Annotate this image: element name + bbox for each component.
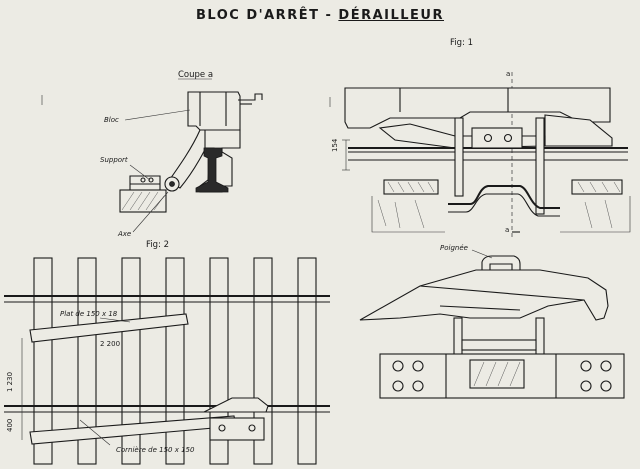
fig-1-elevation xyxy=(342,72,631,238)
title-part-1: BLOC D'ARRÊT xyxy=(196,8,320,23)
coupe-a-label: Coupe a xyxy=(178,70,214,80)
corniere-label: Cornière de 150 x 150 xyxy=(116,446,195,454)
fig-1-label: Fig: 1 xyxy=(450,38,474,48)
title-part-2: DÉRAILLEUR xyxy=(338,8,444,23)
title-separator: - xyxy=(319,8,339,23)
axe-label: Axe xyxy=(118,230,132,238)
dimension-154: 154 xyxy=(331,138,339,152)
dimension-1230: 1 230 xyxy=(6,371,14,392)
dimension-400: 400 xyxy=(6,418,14,432)
support-label: Support xyxy=(100,156,128,164)
bloc-label: Bloc xyxy=(104,116,119,124)
drawing-title: BLOC D'ARRÊT - DÉRAILLEUR xyxy=(0,8,640,23)
plat-label: Plat de 150 x 18 xyxy=(60,310,118,318)
section-a-top-label: a xyxy=(506,70,511,78)
dimension-2200: 2 200 xyxy=(100,340,121,348)
fig-2-plan-view xyxy=(4,257,330,465)
coupe-a-section-view xyxy=(41,78,331,233)
fig-2-label: Fig: 2 xyxy=(146,240,170,250)
section-a-bottom-label: a xyxy=(505,226,510,234)
poignee-plan-view xyxy=(359,249,625,399)
poignee-label: Poignée xyxy=(440,244,468,252)
